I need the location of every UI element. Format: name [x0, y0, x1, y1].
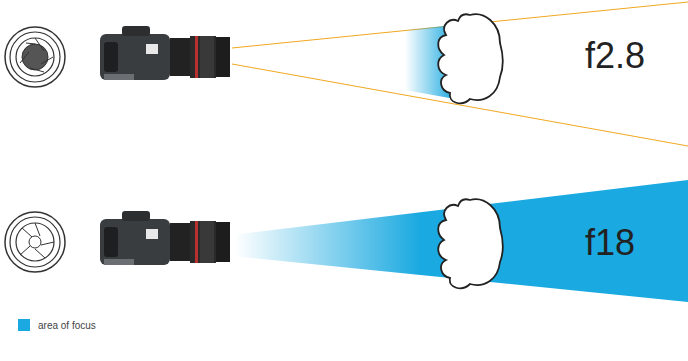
legend-text: area of focus — [38, 320, 96, 331]
aperture-value: f2.8 — [585, 38, 645, 74]
legend-swatch — [18, 319, 30, 331]
aperture-value: f18 — [585, 225, 635, 261]
legend-entry: area of focus — [18, 319, 96, 331]
